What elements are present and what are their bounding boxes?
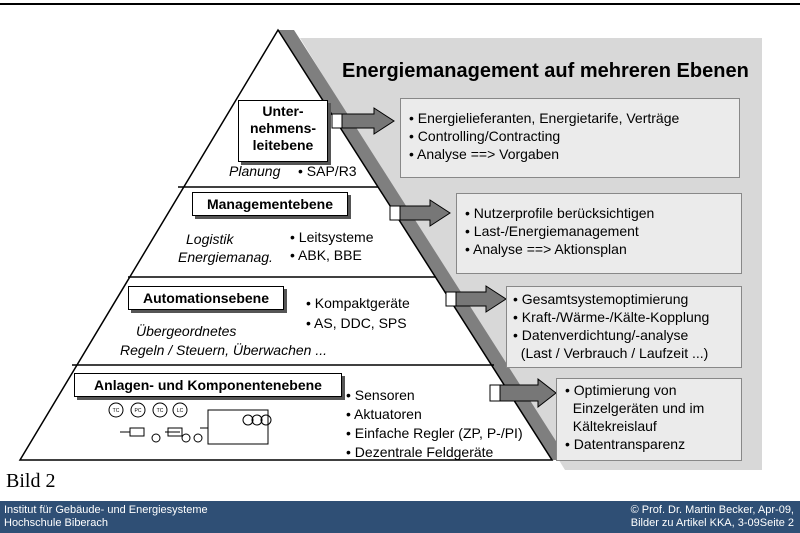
- level-4-label: Anlagen- und Komponentenebene: [74, 373, 342, 397]
- level-3-detail-box: • Gesamtsystemoptimierung • Kraft-/Wärme…: [506, 286, 742, 368]
- level-4-detail-box: • Optimierung von Einzelgeräten und im K…: [556, 378, 742, 461]
- level-2-left-text-1: Logistik: [186, 231, 234, 247]
- level-3-item-4: (Last / Verbrauch / Laufzeit ...): [513, 345, 709, 361]
- level-1-line-2: nehmens-: [249, 120, 317, 136]
- arrow-2: [389, 199, 451, 227]
- pyramid-body: [18, 28, 554, 461]
- pyramid-shadow-edge: [278, 30, 568, 460]
- level-2-bullet-2: • ABK, BBE: [290, 247, 362, 263]
- level-1-left-text: Planung: [229, 163, 281, 179]
- level-4-bullet-4: • Dezentrale Feldgeräte: [346, 444, 494, 460]
- level-1-item-3: • Analyse ==> Vorgaben: [409, 146, 560, 162]
- level-2-detail-box: • Nutzerprofile berücksichtigen • Last-/…: [456, 193, 742, 274]
- level-4-bullet-3: • Einfache Regler (ZP, P-/PI): [346, 425, 523, 441]
- footer-reference: Bilder zu Artikel KKA, 3-09Seite 2: [630, 517, 794, 529]
- arrow-3: [445, 285, 507, 313]
- level-4-bullet-1: • Sensoren: [346, 387, 415, 403]
- level-2-bullet-1: • Leitsysteme: [290, 229, 374, 245]
- level-3-item-2: • Kraft-/Wärme-/Kälte-Kopplung: [513, 309, 710, 325]
- level-2-left-text-2: Energiemanag.: [178, 249, 273, 265]
- level-4-item-4: • Datentransparenz: [565, 436, 686, 452]
- footer-institute: Institut für Gebäude- und Energiesysteme: [4, 504, 208, 516]
- level-1-bullet-1: • SAP/R3: [298, 163, 357, 179]
- level-1-detail-box: • Energielieferanten, Energietarife, Ver…: [400, 98, 740, 178]
- level-1-line-1: Unter-: [262, 103, 304, 119]
- arrow-4: [489, 377, 557, 409]
- symbol-label-4: LC: [177, 408, 184, 414]
- level-1-item-1: • Energielieferanten, Energietarife, Ver…: [409, 110, 680, 126]
- level-2-item-1: • Nutzerprofile berücksichtigen: [465, 205, 655, 221]
- level-1-label: Unter- nehmens- leitebene: [238, 100, 328, 162]
- symbol-label-3: TC: [157, 408, 164, 414]
- level-3-item-1: • Gesamtsystemoptimierung: [513, 291, 689, 307]
- level-1-item-2: • Controlling/Contracting: [409, 128, 561, 144]
- symbol-label-2: PC: [135, 408, 142, 414]
- level-2-label: Managementebene: [192, 192, 348, 216]
- level-3-bullet-1: • Kompaktgeräte: [306, 295, 410, 311]
- level-2-item-3: • Analyse ==> Aktionsplan: [465, 241, 627, 257]
- footer-university: Hochschule Biberach: [4, 517, 108, 529]
- level-3-bullet-2: • AS, DDC, SPS: [306, 315, 407, 331]
- top-rule: [0, 3, 800, 5]
- level-4-item-3: Kältekreislauf: [565, 418, 657, 434]
- level-3-item-3: • Datenverdichtung/-analyse: [513, 327, 689, 343]
- level-3-label: Automationsebene: [128, 286, 284, 310]
- footer-right: © Prof. Dr. Martin Becker, Apr-09, Bilde…: [631, 504, 794, 530]
- level-4-item-1: • Optimierung von: [565, 382, 677, 398]
- level-3-left-text-2: Regeln / Steuern, Überwachen ...: [120, 342, 328, 358]
- symbol-label-1: TC: [113, 408, 120, 414]
- diagram-title: Energiemanagement auf mehreren Ebenen: [342, 60, 749, 82]
- arrow-1: [331, 107, 395, 135]
- level-1-line-3: leitebene: [252, 137, 314, 153]
- level-4-item-2: Einzelgeräten und im: [565, 400, 705, 416]
- figure-caption: Bild 2: [6, 470, 56, 492]
- level-2-item-2: • Last-/Energiemanagement: [465, 223, 639, 239]
- level-4-bullet-2: • Aktuatoren: [346, 406, 422, 422]
- footer-bar: Institut für Gebäude- und Energiesysteme…: [0, 501, 800, 533]
- footer-copyright: © Prof. Dr. Martin Becker, Apr-09,: [630, 504, 794, 516]
- process-symbols: [108, 402, 272, 445]
- level-3-left-text-1: Übergeordnetes: [136, 323, 237, 339]
- footer-left: Institut für Gebäude- und Energiesysteme…: [4, 504, 208, 530]
